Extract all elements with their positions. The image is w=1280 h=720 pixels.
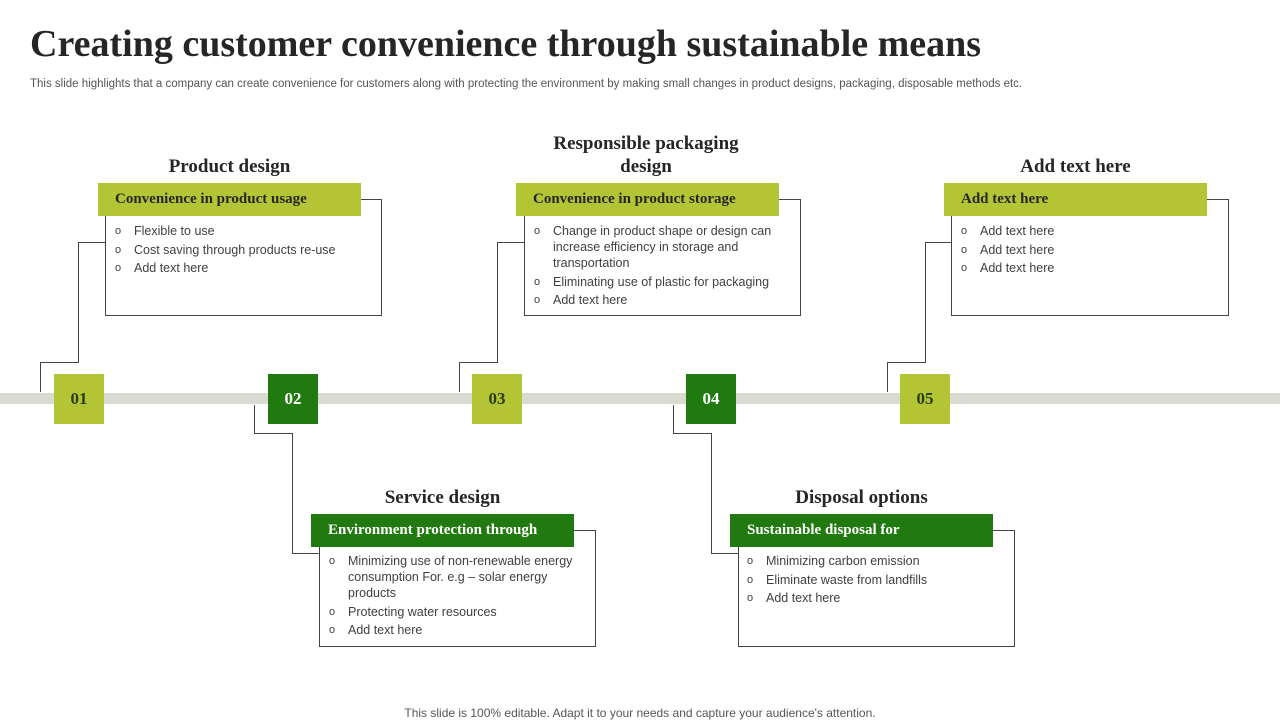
list-item: Minimizing use of non-renewable energy c…: [329, 553, 579, 601]
step-heading-product-design: Product design: [168, 156, 291, 177]
connector-line: [40, 362, 41, 392]
step-heading-service-design: Service design: [384, 487, 501, 508]
step-bar-product-design: Convenience in product usage: [98, 183, 361, 216]
step-list-packaging-design: Change in product shape or design can in…: [534, 223, 792, 311]
list-item: Add text here: [115, 260, 370, 276]
list-item: Cost saving through products re-use: [115, 242, 370, 258]
step-number-05: 05: [900, 374, 950, 424]
timeline-bar: [0, 393, 1280, 404]
list-item: Minimizing carbon emission: [747, 553, 1002, 569]
step-card-product-design: [105, 199, 382, 316]
step-heading-add-text: Add text here: [1020, 156, 1131, 177]
footer-note: This slide is 100% editable. Adapt it to…: [404, 706, 876, 720]
step-card-add-text: [951, 199, 1229, 316]
step-card-disposal-options: [738, 530, 1015, 647]
list-item: Change in product shape or design can in…: [534, 223, 792, 271]
step-bar-service-design: Environment protection through: [311, 514, 574, 547]
step-number-02: 02: [268, 374, 318, 424]
connector-line: [497, 242, 524, 243]
list-item: Protecting water resources: [329, 604, 579, 620]
step-bar-disposal-options: Sustainable disposal for: [730, 514, 993, 547]
step-list-add-text: Add text here Add text here Add text her…: [961, 223, 1216, 279]
connector-line: [40, 362, 78, 363]
step-bar-packaging-design: Convenience in product storage: [516, 183, 779, 216]
list-item: Add text here: [961, 223, 1216, 239]
step-list-product-design: Flexible to use Cost saving through prod…: [115, 223, 370, 279]
connector-line: [887, 362, 888, 392]
list-item: Add text here: [747, 590, 1002, 606]
connector-line: [925, 242, 952, 243]
list-item: Eliminating use of plastic for packaging: [534, 274, 792, 290]
connector-line: [254, 433, 292, 434]
connector-line: [254, 405, 255, 434]
connector-line: [292, 553, 319, 554]
list-item: Add text here: [961, 260, 1216, 276]
connector-line: [887, 362, 925, 363]
list-item: Add text here: [961, 242, 1216, 258]
connector-line: [673, 433, 711, 434]
step-list-service-design: Minimizing use of non-renewable energy c…: [329, 553, 579, 641]
connector-line: [711, 553, 738, 554]
connector-line: [78, 242, 105, 243]
page-title: Creating customer convenience through su…: [30, 23, 982, 65]
connector-line: [459, 362, 497, 363]
connector-line: [497, 242, 498, 363]
step-list-disposal-options: Minimizing carbon emission Eliminate was…: [747, 553, 1002, 609]
connector-line: [673, 405, 674, 434]
connector-line: [711, 433, 712, 554]
list-item: Eliminate waste from landfills: [747, 572, 1002, 588]
connector-line: [292, 433, 293, 554]
step-heading-disposal-options: Disposal options: [795, 487, 928, 508]
step-number-03: 03: [472, 374, 522, 424]
step-number-01: 01: [54, 374, 104, 424]
connector-line: [459, 362, 460, 392]
step-bar-add-text: Add text here: [944, 183, 1207, 216]
page-subtitle: This slide highlights that a company can…: [30, 78, 1023, 90]
connector-line: [78, 242, 79, 363]
connector-line: [925, 242, 926, 363]
step-number-04: 04: [686, 374, 736, 424]
list-item: Add text here: [534, 292, 792, 308]
list-item: Flexible to use: [115, 223, 370, 239]
step-heading-packaging-design: Responsible packaging design: [553, 133, 739, 177]
list-item: Add text here: [329, 622, 579, 638]
